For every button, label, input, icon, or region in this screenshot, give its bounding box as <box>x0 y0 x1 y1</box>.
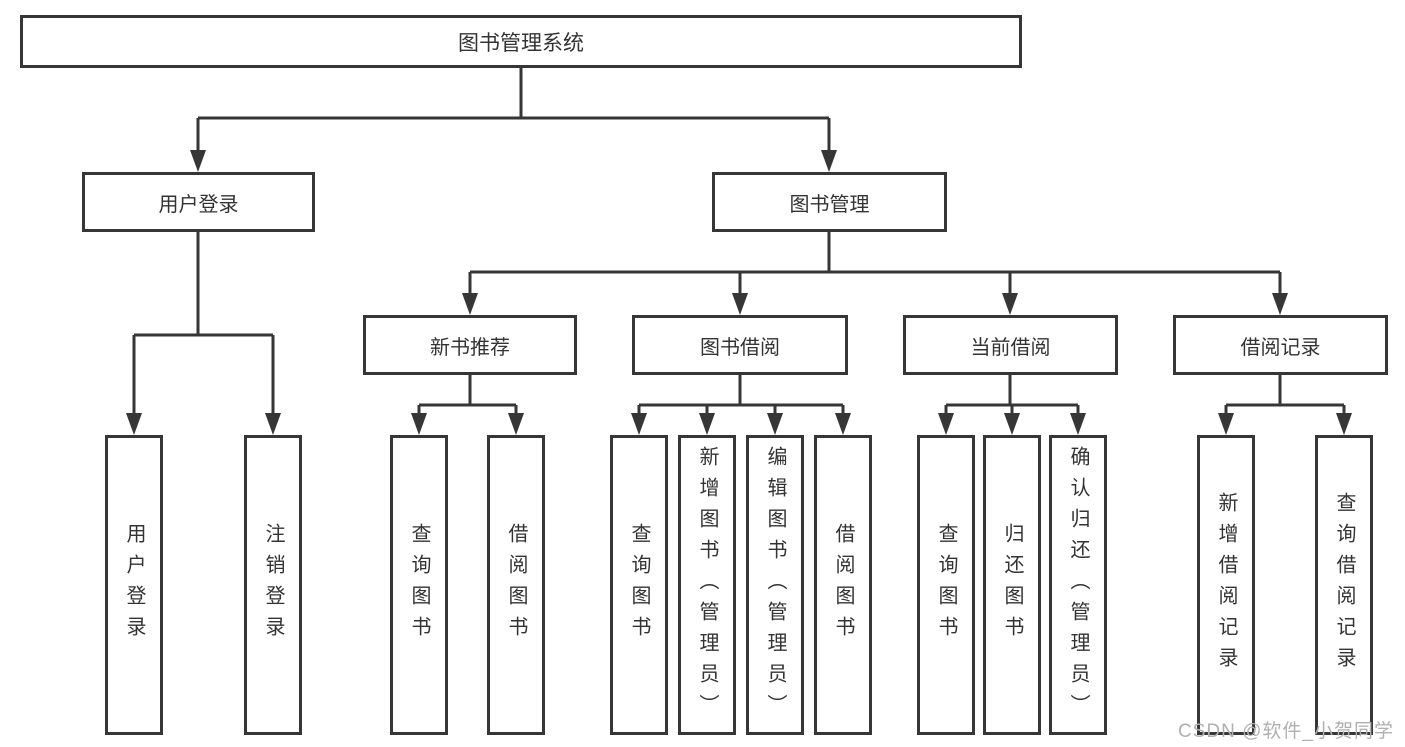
leaf-query-books-current: 查询图书 <box>917 435 975 735</box>
leaf-query-borrow-record: 查询借阅记录 <box>1315 435 1373 735</box>
node-book-borrowing: 图书借阅 <box>632 315 848 375</box>
leaf-confirm-return-admin: 确认归还（管理员） <box>1049 435 1107 735</box>
node-current-borrowing: 当前借阅 <box>903 315 1118 375</box>
leaf-borrow-books: 借阅图书 <box>814 435 872 735</box>
leaf-user-login: 用户登录 <box>105 435 163 735</box>
csdn-watermark: CSDN @软件_小贺同学 <box>1178 721 1394 742</box>
leaf-query-books-borrowing: 查询图书 <box>610 435 668 735</box>
leaf-add-books-admin: 新增图书（管理员） <box>678 435 736 735</box>
arrowheads <box>126 150 1352 435</box>
node-user-login: 用户登录 <box>82 172 315 232</box>
leaf-return-books: 归还图书 <box>983 435 1041 735</box>
node-new-book-recommend: 新书推荐 <box>363 315 577 375</box>
node-borrow-records: 借阅记录 <box>1173 315 1388 375</box>
leaf-add-borrow-record: 新增借阅记录 <box>1197 435 1255 735</box>
leaf-logout: 注销登录 <box>244 435 302 735</box>
node-library-management-system: 图书管理系统 <box>20 15 1022 68</box>
leaf-query-books-recommend: 查询图书 <box>390 435 448 735</box>
leaf-borrow-books-recommend: 借阅图书 <box>487 435 545 735</box>
node-book-management: 图书管理 <box>712 172 947 232</box>
leaf-edit-books-admin: 编辑图书（管理员） <box>746 435 804 735</box>
